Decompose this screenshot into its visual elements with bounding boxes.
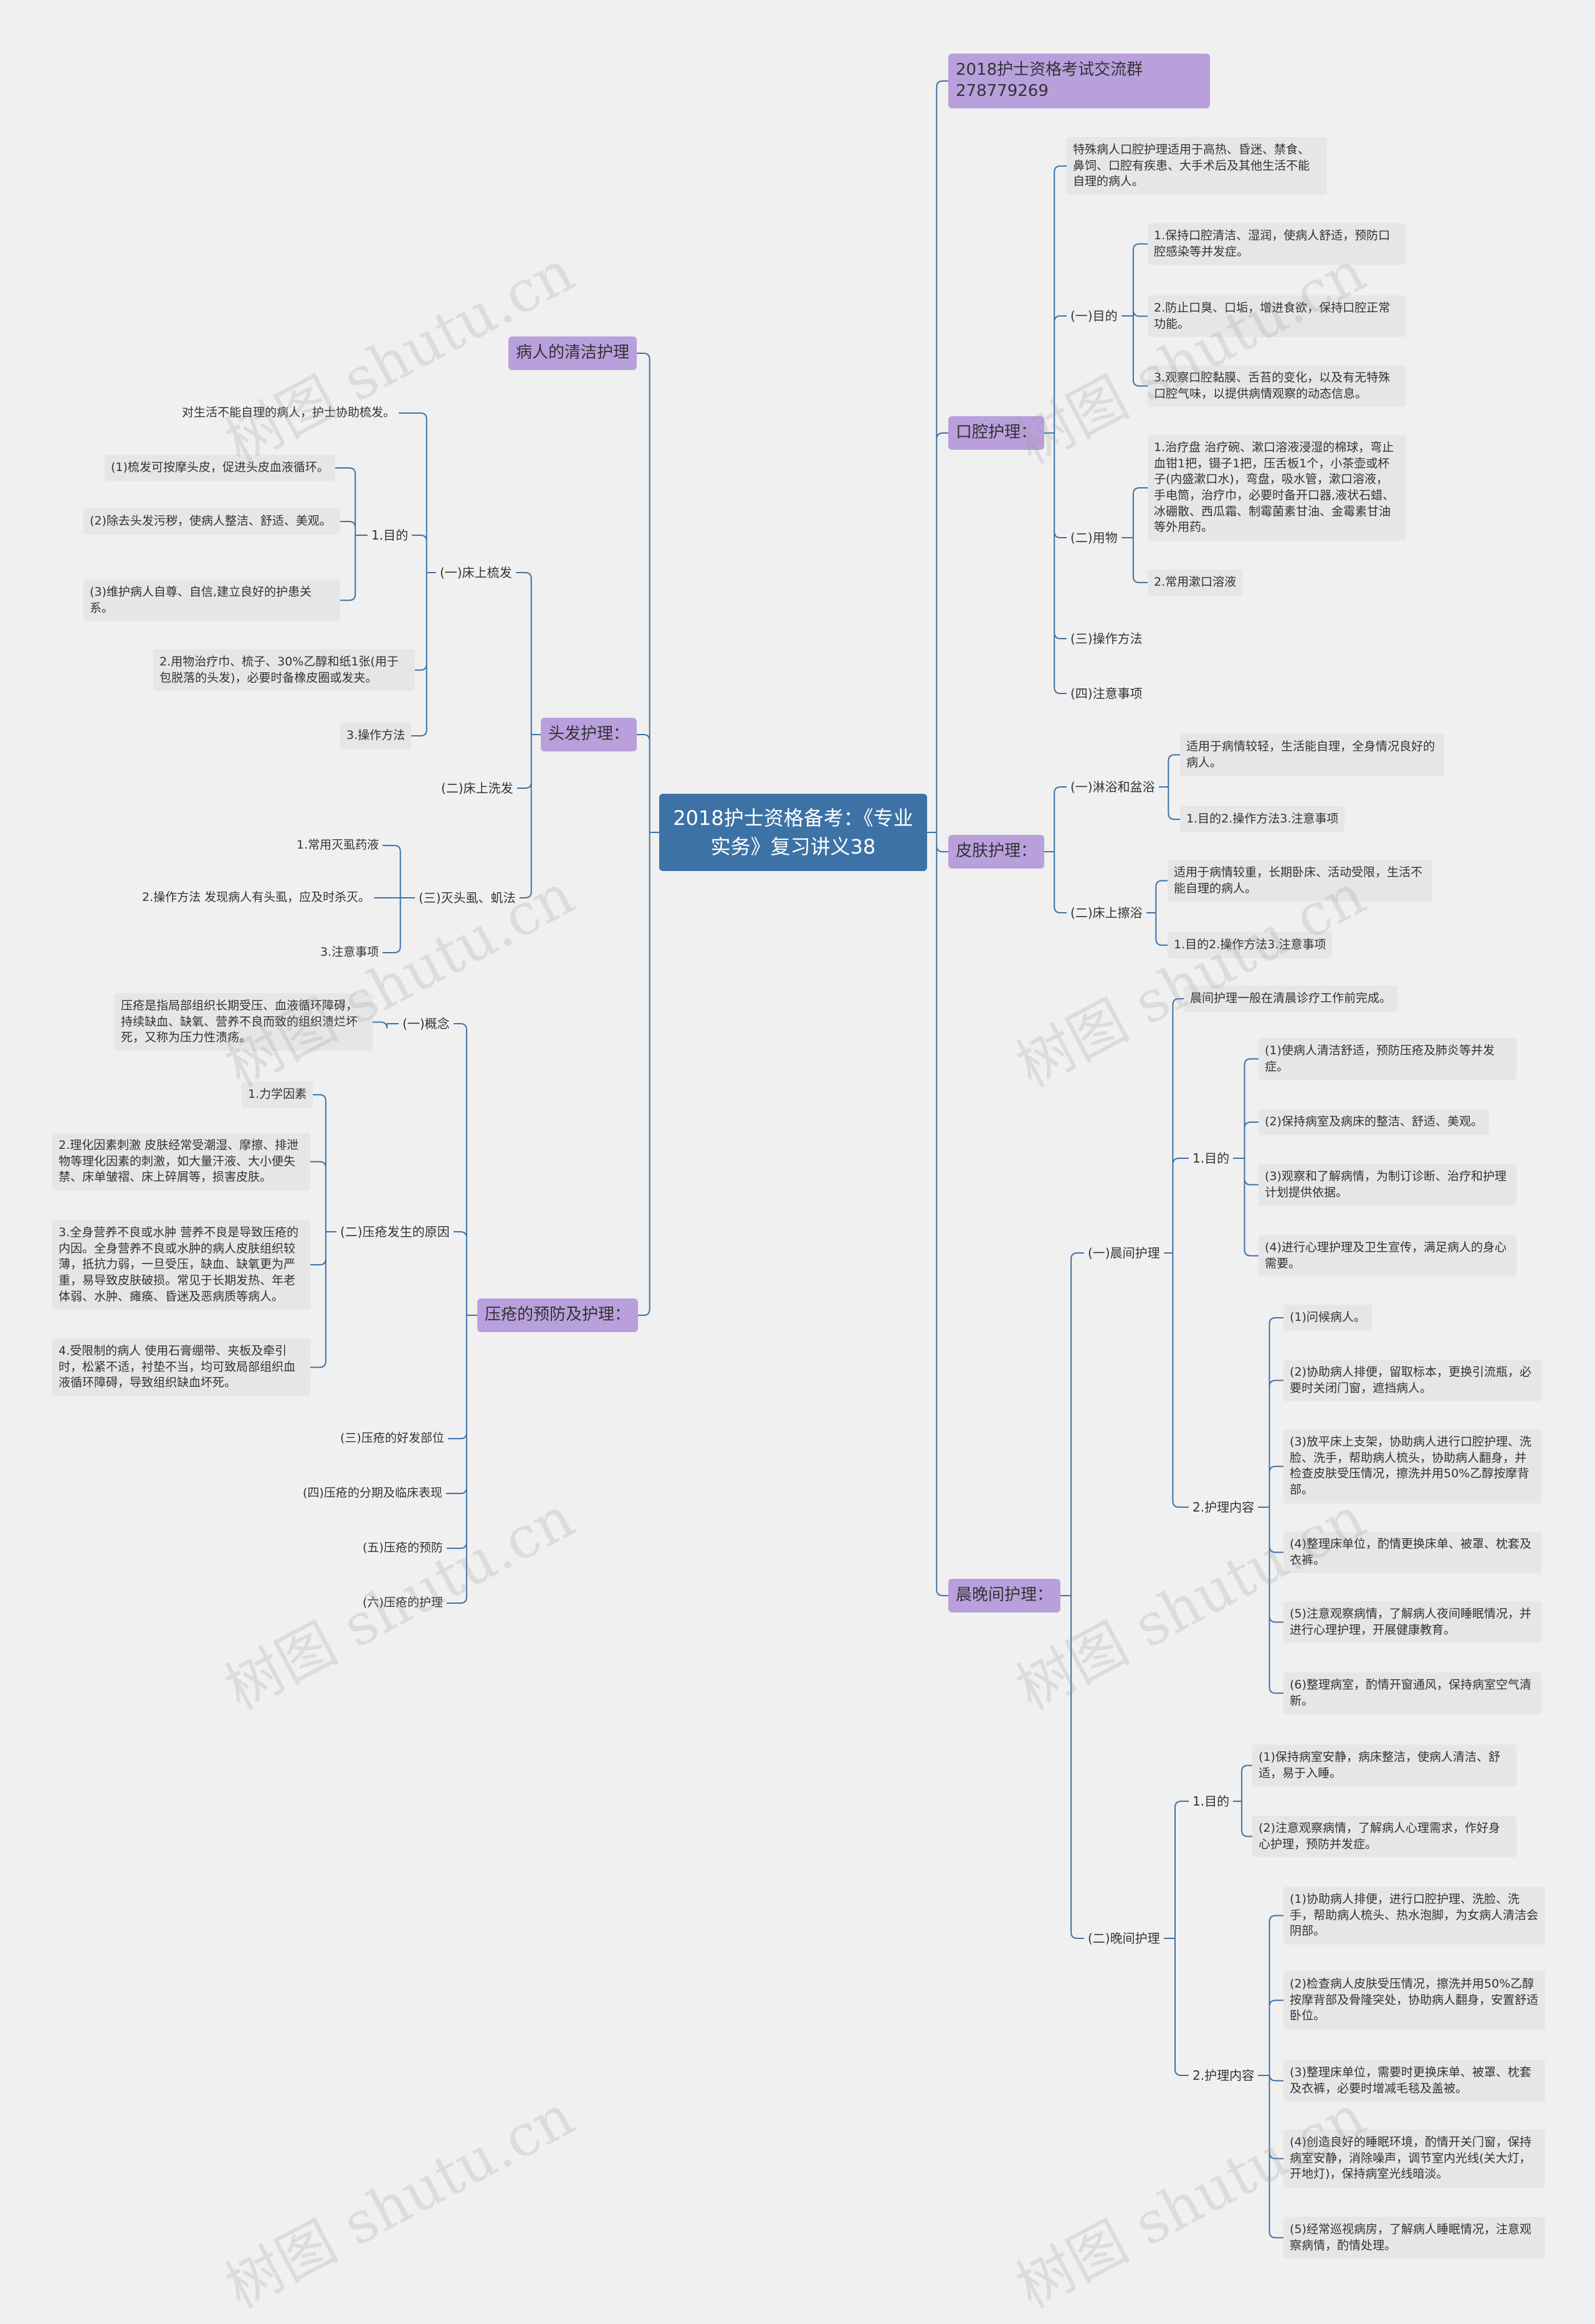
- connector: [1258, 1317, 1283, 1694]
- oral-care-method[interactable]: (三)操作方法: [1070, 631, 1143, 646]
- pressure-cause-item: 1.力学因素: [242, 1082, 313, 1108]
- pressure-causes[interactable]: (二)压疮发生的原因: [340, 1224, 450, 1239]
- connector: [637, 353, 659, 1316]
- morning-content-item: (5)注意观察病情，了解病人夜间睡眠情况，并进行心理护理，开展健康教育。: [1283, 1601, 1541, 1644]
- morning-care[interactable]: (一)晨间护理: [1088, 1245, 1160, 1260]
- connector: [374, 845, 415, 953]
- pressure-care[interactable]: (六)压疮的护理: [363, 1596, 443, 1609]
- morning-care-intro: 晨间护理一般在清晨诊疗工作前完成。: [1184, 986, 1398, 1012]
- lice-item: 2.操作方法 发现病人有头虱，应及时杀灭。: [142, 890, 371, 904]
- bed-hair-wash[interactable]: (二)床上洗发: [441, 781, 513, 796]
- pressure-prevention[interactable]: (五)压疮的预防: [363, 1541, 443, 1555]
- oral-care-purpose[interactable]: (一)目的: [1070, 308, 1118, 323]
- connector: [1044, 165, 1067, 694]
- bed-hair-comb-supplies: 2.用物治疗巾、梳子、30%乙醇和纸1张(用于包脱落的头发)，必要时备橡皮圈或发…: [153, 649, 415, 692]
- hair-care-topic[interactable]: 头发护理：: [541, 718, 637, 751]
- bed-hair-comb-method: 3.操作方法: [340, 723, 412, 749]
- lice-item: 3.注意事项: [320, 945, 379, 959]
- connector: [1146, 880, 1168, 946]
- pressure-ulcer-topic[interactable]: 压疮的预防及护理：: [477, 1298, 639, 1332]
- morning-purpose-item: (4)进行心理护理及卫生宣传，满足病人的身心需要。: [1259, 1235, 1516, 1277]
- comb-purpose-item: (1)梳发可按摩头皮，促进头皮血液循环。: [105, 455, 335, 481]
- connector: [1164, 998, 1189, 1508]
- oral-care-intro: 特殊病人口腔护理适用于高热、昏迷、禁食、鼻饲、口腔有疾患、大手术后及其他生活不能…: [1067, 137, 1327, 195]
- oral-care-topic[interactable]: 口腔护理：: [948, 416, 1045, 450]
- morning-evening-care-topic[interactable]: 晨晚间护理：: [948, 1579, 1061, 1612]
- oral-purpose-item: 1.保持口腔清洁、湿润，使病人舒适，预防口腔感染等并发症。: [1148, 223, 1406, 265]
- bed-hair-comb-purpose[interactable]: 1.目的: [371, 528, 409, 543]
- morning-purpose-item: (2)保持病室及病床的整洁、舒适、美观。: [1259, 1109, 1489, 1135]
- evening-content-item: (2)检查病人皮肤受压情况，擦洗并用50%乙醇按摩背部及骨隆突处，协助病人翻身，…: [1283, 1971, 1545, 2029]
- connector: [310, 1094, 336, 1368]
- pressure-cause-item: 4.受限制的病人 使用石膏绷带、夹板及牵引时，松紧不适，衬垫不当，均可致局部组织…: [52, 1338, 310, 1396]
- pressure-concept[interactable]: (一)概念: [402, 1016, 450, 1031]
- morning-content[interactable]: 2.护理内容: [1193, 1500, 1255, 1515]
- root-topic[interactable]: 2018护士资格备考：《专业实务》复习讲义38: [659, 794, 927, 871]
- pressure-sites[interactable]: (三)压疮的好发部位: [340, 1431, 444, 1445]
- oral-supplies-item: 2.常用漱口溶液: [1148, 569, 1243, 596]
- cleaning-care-topic[interactable]: 病人的清洁护理: [508, 336, 637, 370]
- pressure-cause-item: 3.全身营养不良或水肿 营养不良是导致压疮的内因。全身营养不良或水肿的病人皮肤组…: [52, 1220, 310, 1310]
- group-chat-topic[interactable]: 2018护士资格考试交流群278779269: [948, 54, 1210, 108]
- connector: [1233, 1058, 1259, 1257]
- connector: [399, 412, 436, 736]
- connector: [373, 1021, 399, 1029]
- connector: [1060, 1252, 1084, 1939]
- connector: [927, 80, 948, 1596]
- pressure-concept-text: 压疮是指局部组织长期受压、血液循环障碍，持续缺血、缺氧、营养不良而致的组织溃烂坏…: [115, 993, 373, 1051]
- skin-shower-item: 1.目的2.操作方法3.注意事项: [1180, 806, 1345, 832]
- evening-purpose[interactable]: 1.目的: [1193, 1794, 1230, 1809]
- oral-supplies-item: 1.治疗盘 治疗碗、漱口溶液浸湿的棉球，弯止血钳1把，镊子1把，压舌板1个，小茶…: [1148, 435, 1406, 541]
- connector: [1044, 786, 1067, 913]
- lice-removal[interactable]: (三)灭头虱、虮法: [419, 890, 516, 905]
- skin-bed-bath[interactable]: (二)床上擦浴: [1070, 905, 1143, 920]
- skin-shower-item: 适用于病情较轻，生活能自理，全身情况良好的病人。: [1180, 734, 1444, 776]
- connector: [1233, 1764, 1252, 1837]
- oral-care-supplies[interactable]: (二)用物: [1070, 530, 1118, 545]
- bed-hair-comb[interactable]: (一)床上梳发: [440, 565, 512, 580]
- pressure-stages[interactable]: (四)压疮的分期及临床表现: [303, 1486, 442, 1500]
- skin-bed-bath-item: 1.目的2.操作方法3.注意事项: [1168, 932, 1333, 958]
- evening-content-item: (5)经常巡视病房，了解病人睡眠情况，注意观察病情，酌情处理。: [1283, 2217, 1545, 2259]
- evening-purpose-item: (2)注意观察病情，了解病人心理需求，作好身心护理，预防并发症。: [1252, 1816, 1516, 1858]
- evening-content[interactable]: 2.护理内容: [1193, 2068, 1255, 2083]
- morning-content-item: (1)问候病人。: [1283, 1305, 1372, 1331]
- evening-content-item: (4)创造良好的睡眠环境，酌情开关门窗，保持病室安静，消除噪声，调节室内光线(关…: [1283, 2130, 1545, 2188]
- oral-care-notes[interactable]: (四)注意事项: [1070, 686, 1143, 701]
- morning-content-item: (4)整理床单位，酌情更换床单、被罩、枕套及衣裤。: [1283, 1531, 1541, 1574]
- comb-purpose-item: (3)维护病人自尊、自信,建立良好的护患关系。: [83, 579, 340, 622]
- connector: [1159, 754, 1180, 820]
- oral-purpose-item: 3.观察口腔黏膜、舌苔的变化，以及有无特殊口腔气味，以提供病情观察的动态信息。: [1148, 365, 1406, 407]
- connector: [516, 572, 541, 898]
- connector: [1121, 243, 1148, 387]
- evening-content-item: (3)整理床单位，需要时更换床单、被罩、枕套及衣裤，必要时增减毛毯及盖被。: [1283, 2060, 1545, 2102]
- oral-purpose-item: 2.防止口臭、口垢，增进食欲，保持口腔正常功能。: [1148, 295, 1406, 338]
- skin-bed-bath-item: 适用于病情较重，长期卧床、活动受限，生活不能自理的病人。: [1168, 860, 1432, 902]
- connector: [335, 467, 368, 601]
- morning-purpose[interactable]: 1.目的: [1193, 1151, 1230, 1166]
- morning-content-item: (2)协助病人排便，留取标本，更换引流瓶，必要时关闭门窗，遮挡病人。: [1283, 1360, 1541, 1402]
- lice-item: 1.常用灭虱药液: [297, 838, 379, 852]
- morning-purpose-item: (3)观察和了解病情，为制订诊断、治疗和护理计划提供依据。: [1259, 1164, 1516, 1206]
- evening-care[interactable]: (二)晚间护理: [1088, 1931, 1160, 1946]
- morning-content-item: (3)放平床上支架，协助病人进行口腔护理、洗脸、洗手，帮助病人梳头，协助病人翻身…: [1283, 1429, 1541, 1503]
- connector: [1258, 1915, 1283, 2239]
- comb-purpose-item: (2)除去头发污秽，使病人整洁、舒适、美观。: [83, 508, 340, 535]
- evening-purpose-item: (1)保持病室安静，病床整洁，使病人清洁、舒适，易于入睡。: [1252, 1745, 1516, 1787]
- bed-hair-comb-intro: 对生活不能自理的病人，护士协助梳发。: [182, 406, 396, 419]
- connector: [1164, 1801, 1189, 2076]
- pressure-cause-item: 2.理化因素刺激 皮肤经常受潮湿、摩擦、排泄物等理化因素的刺激，如大量汗液、大小…: [52, 1133, 310, 1191]
- morning-purpose-item: (1)使病人清洁舒适，预防压疮及肺炎等并发症。: [1259, 1038, 1516, 1080]
- evening-content-item: (1)协助病人排便，进行口腔护理、洗脸、洗手，帮助病人梳头、热水泡脚，为女病人清…: [1283, 1887, 1545, 1945]
- skin-shower[interactable]: (一)淋浴和盆浴: [1070, 779, 1155, 794]
- connector: [1121, 487, 1148, 583]
- skin-care-topic[interactable]: 皮肤护理：: [948, 835, 1045, 869]
- morning-content-item: (6)整理病室，酌情开窗通风，保持病室空气清新。: [1283, 1672, 1541, 1715]
- connector: [446, 1023, 477, 1604]
